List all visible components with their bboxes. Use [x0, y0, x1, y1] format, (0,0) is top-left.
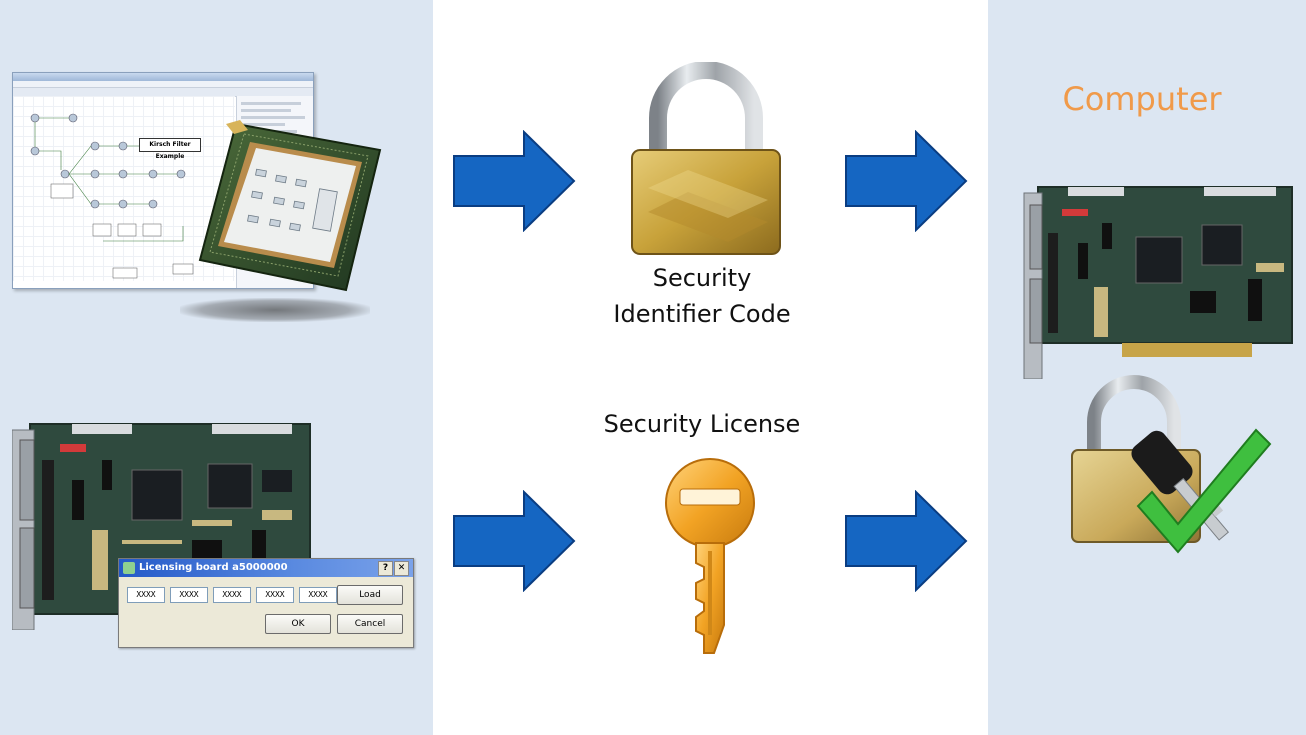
software-titlebar — [13, 73, 313, 81]
right-arrow-icon — [845, 130, 968, 232]
identifier-caption-line1: Security — [652, 264, 752, 292]
key-icon — [665, 458, 755, 654]
licensing-dialog: Licensing board a5000000 ? ✕ XXXX XXXX X… — [118, 558, 414, 648]
computer-title: Computer — [1062, 80, 1222, 118]
dialog-titlebar: Licensing board a5000000 ? ✕ — [119, 559, 413, 577]
software-menubar — [13, 81, 313, 88]
license-code-field-3[interactable]: XXXX — [213, 587, 251, 603]
example-title: Kirsch Filter Example — [139, 138, 201, 160]
identifier-caption-line2: Identifier Code — [613, 300, 791, 328]
lock-key-check-icon — [1071, 375, 1272, 554]
app-icon — [123, 562, 135, 574]
cancel-button[interactable]: Cancel — [337, 614, 403, 634]
ok-button[interactable]: OK — [265, 614, 331, 634]
padlock-icon — [631, 62, 781, 255]
load-button[interactable]: Load — [337, 585, 403, 605]
chip-shadow — [180, 298, 370, 322]
right-arrow-icon — [453, 130, 576, 232]
right-arrow-icon — [453, 490, 576, 592]
flow-diagram — [30, 113, 194, 279]
fpga-chip-icon — [198, 120, 382, 292]
frame-grabber-board-icon — [1023, 186, 1293, 379]
license-caption: Security License — [603, 410, 801, 438]
license-code-field-1[interactable]: XXXX — [127, 587, 165, 603]
dialog-title: Licensing board a5000000 — [139, 562, 288, 573]
license-code-field-4[interactable]: XXXX — [256, 587, 294, 603]
flow-diagram-canvas: Kirsch Filter Example — [13, 96, 235, 281]
right-arrow-icon — [845, 490, 968, 592]
help-button[interactable]: ? — [378, 561, 393, 576]
license-code-field-5[interactable]: XXXX — [299, 587, 337, 603]
close-button[interactable]: ✕ — [394, 561, 409, 576]
license-code-field-2[interactable]: XXXX — [170, 587, 208, 603]
